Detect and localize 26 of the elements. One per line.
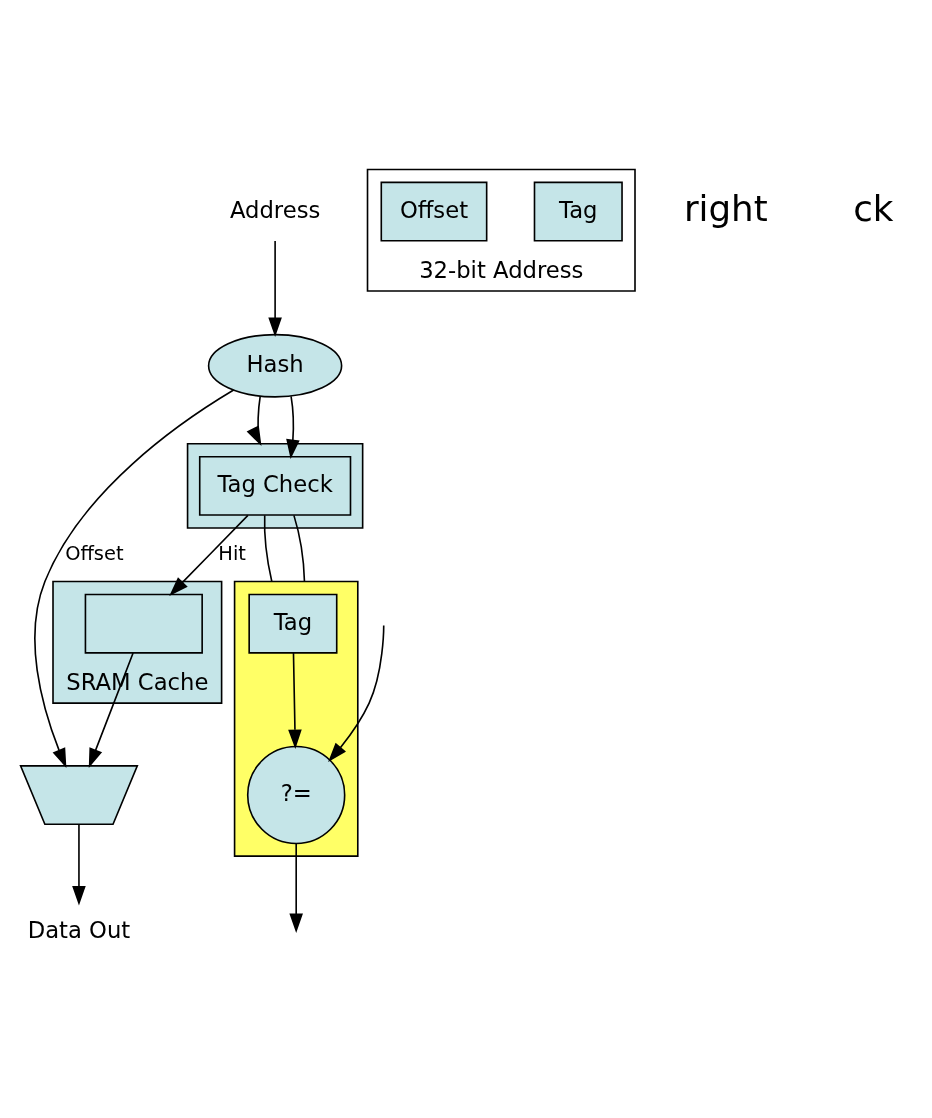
node-text: Data Out: [27, 917, 131, 944]
node-trapezoid: [19, 765, 139, 825]
edge-label: Offset: [65, 541, 124, 565]
arrow: [288, 652, 302, 749]
arrow: [289, 842, 303, 934]
cluster: [186, 442, 364, 529]
node-text: Address: [229, 196, 321, 223]
connector: [263, 514, 273, 583]
arrow: [34, 389, 235, 768]
node-box: [84, 593, 203, 654]
node-box: Offset: [380, 181, 488, 242]
node-ellipse: Hash: [207, 333, 343, 398]
arrow: [72, 823, 86, 906]
arrow: [268, 240, 282, 338]
label: right: [683, 187, 768, 229]
arrow: [246, 395, 262, 446]
node-circle: ?=: [246, 745, 346, 845]
arrow: [286, 395, 300, 459]
node-box: Tag Check: [198, 455, 352, 516]
node-box: Tag: [533, 181, 623, 242]
arrow: [328, 624, 385, 762]
edge-label: Hit: [218, 541, 246, 565]
node-box: Tag: [248, 593, 338, 654]
label: ck: [853, 187, 894, 229]
cluster: [233, 580, 359, 857]
arrow: [169, 514, 249, 596]
